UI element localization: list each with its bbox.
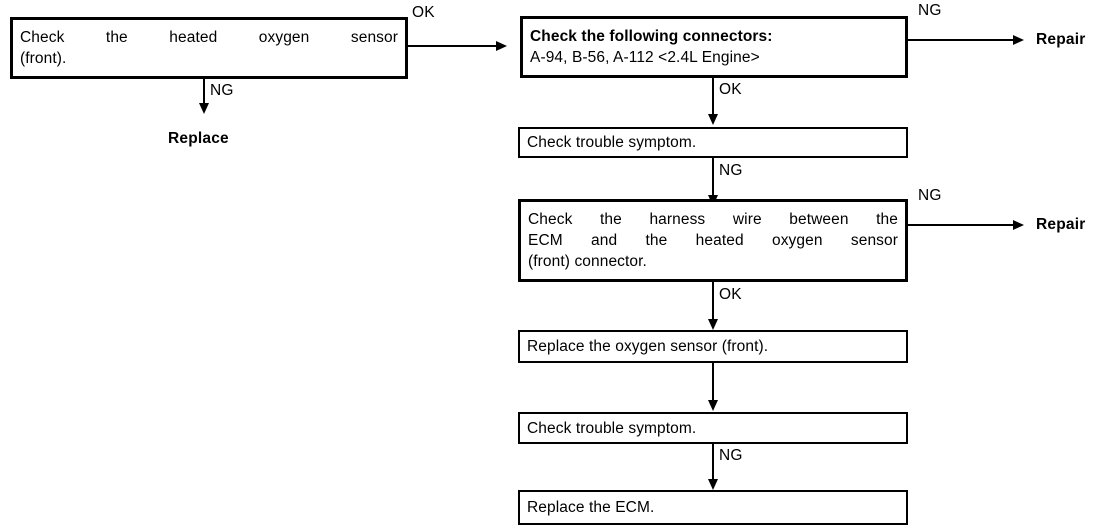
node-replace-oxygen-sensor: Replace the oxygen sensor (front).	[518, 330, 908, 363]
edge-label-ng-symptom2-to-replace-ecm: NG	[719, 447, 743, 464]
edge-replace-sensor-to-symptom2-line	[712, 363, 714, 403]
node-line-3: (front) connector.	[528, 253, 647, 270]
node-check-following-connectors: Check the following connectors: A-94, B-…	[520, 16, 908, 78]
node-check-trouble-symptom-1: Check trouble symptom.	[518, 127, 908, 158]
edge-ng-harness-to-repair-line	[908, 224, 1018, 226]
node-line-1: Check the harness wire between the	[528, 211, 898, 228]
edge-ng-sensor-to-replace-line	[203, 79, 205, 106]
terminal-repair-2: Repair	[1036, 216, 1086, 233]
edge-label-ng-connectors-to-repair: NG	[918, 2, 942, 19]
edge-ng-symptom2-to-replace-ecm-line	[712, 444, 714, 482]
node-replace-oxygen-sensor-text: Replace the oxygen sensor (front).	[527, 338, 769, 355]
node-check-harness-wire: Check the harness wire between the ECM a…	[518, 199, 908, 282]
edge-label-ng-sensor-to-replace: NG	[210, 82, 234, 99]
edge-ng-symptom2-to-replace-ecm-arrowhead	[708, 479, 718, 490]
edge-ng-sensor-to-replace-arrowhead	[199, 103, 209, 114]
node-check-trouble-symptom-1-text: Check trouble symptom.	[527, 134, 697, 151]
edge-ok-sensor-to-connectors-arrowhead	[496, 41, 507, 51]
terminal-repair-1: Repair	[1036, 31, 1086, 48]
edge-ok-sensor-to-connectors-line	[408, 45, 498, 47]
edge-ok-harness-to-replace-sensor-line	[712, 282, 714, 323]
node-check-trouble-symptom-2: Check trouble symptom.	[518, 412, 908, 444]
terminal-replace: Replace	[168, 130, 229, 147]
edge-label-ng-harness-to-repair: NG	[918, 187, 942, 204]
edge-ng-harness-to-repair-arrowhead	[1013, 220, 1024, 230]
node-connector-codes: A-94, B-56, A-112 <2.4L Engine>	[530, 49, 760, 66]
edge-ng-connectors-to-repair-line	[908, 39, 1018, 41]
edge-label-ng-symptom-to-harness: NG	[719, 162, 743, 179]
node-line-2: ECM and the heated oxygen sensor	[528, 232, 898, 249]
node-line-2: (front).	[20, 50, 67, 67]
node-check-following-connectors-text: Check the following connectors: A-94, B-…	[523, 26, 905, 68]
edge-label-ok-connectors-to-symptom: OK	[719, 81, 742, 98]
edge-label-ok-sensor-to-connectors: OK	[412, 4, 435, 21]
edge-ok-harness-to-replace-sensor-arrowhead	[708, 319, 718, 330]
edge-replace-sensor-to-symptom2-arrowhead	[708, 400, 718, 411]
node-replace-ecm-text: Replace the ECM.	[527, 499, 655, 516]
node-line-1: Check the heated oxygen sensor	[20, 29, 398, 46]
node-check-trouble-symptom-2-text: Check trouble symptom.	[527, 419, 697, 437]
node-replace-ecm: Replace the ECM.	[518, 490, 908, 525]
edge-label-ok-harness-to-replace-sensor: OK	[719, 286, 742, 303]
edge-ok-connectors-to-symptom-arrowhead	[708, 114, 718, 125]
edge-ng-connectors-to-repair-arrowhead	[1013, 35, 1024, 45]
node-check-heated-oxygen-sensor-text: Check the heated oxygen sensor (front).	[13, 27, 405, 69]
edge-ng-symptom-to-harness-line	[712, 158, 714, 198]
node-check-harness-wire-text: Check the harness wire between the ECM a…	[521, 209, 905, 272]
node-check-heated-oxygen-sensor: Check the heated oxygen sensor (front).	[10, 17, 408, 79]
node-heading: Check the following connectors:	[530, 28, 773, 45]
edge-ok-connectors-to-symptom-line	[712, 78, 714, 117]
